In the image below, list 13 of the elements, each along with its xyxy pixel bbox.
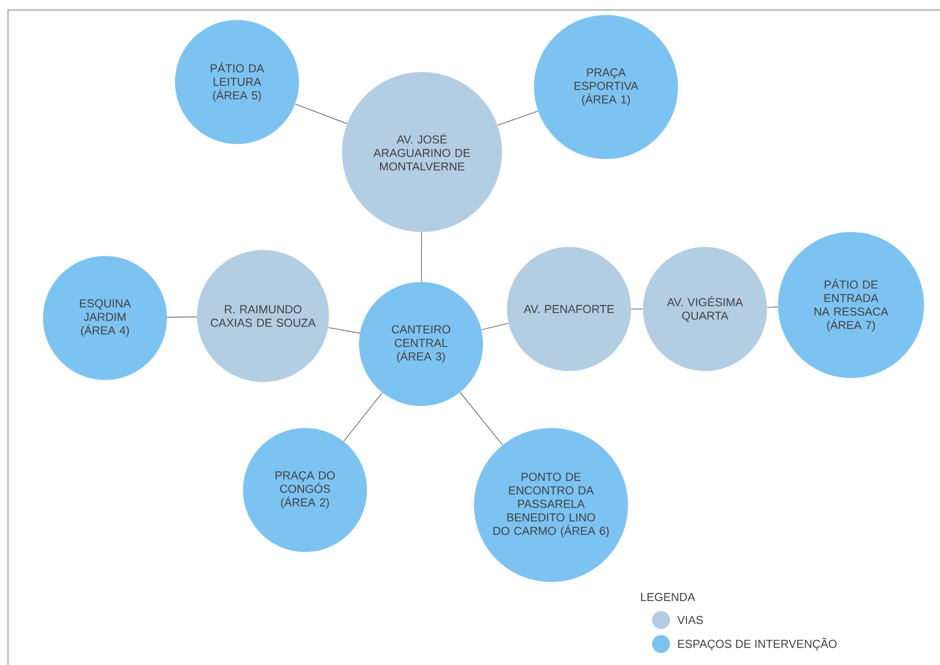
connector-line [328,327,360,334]
legend-label: ESPAÇOS DE INTERVENÇÃO [678,638,837,650]
connector-line [630,308,644,310]
connector-line [460,392,503,446]
connector-line [420,232,422,282]
connector-line [166,316,198,318]
connector-line [481,322,509,330]
legend-title: LEGENDA [641,592,696,602]
connector-line [766,306,778,308]
connector-line [497,110,538,126]
connector-line [343,392,383,442]
connector-line [294,104,348,124]
legend-label: VIAS [677,616,703,624]
